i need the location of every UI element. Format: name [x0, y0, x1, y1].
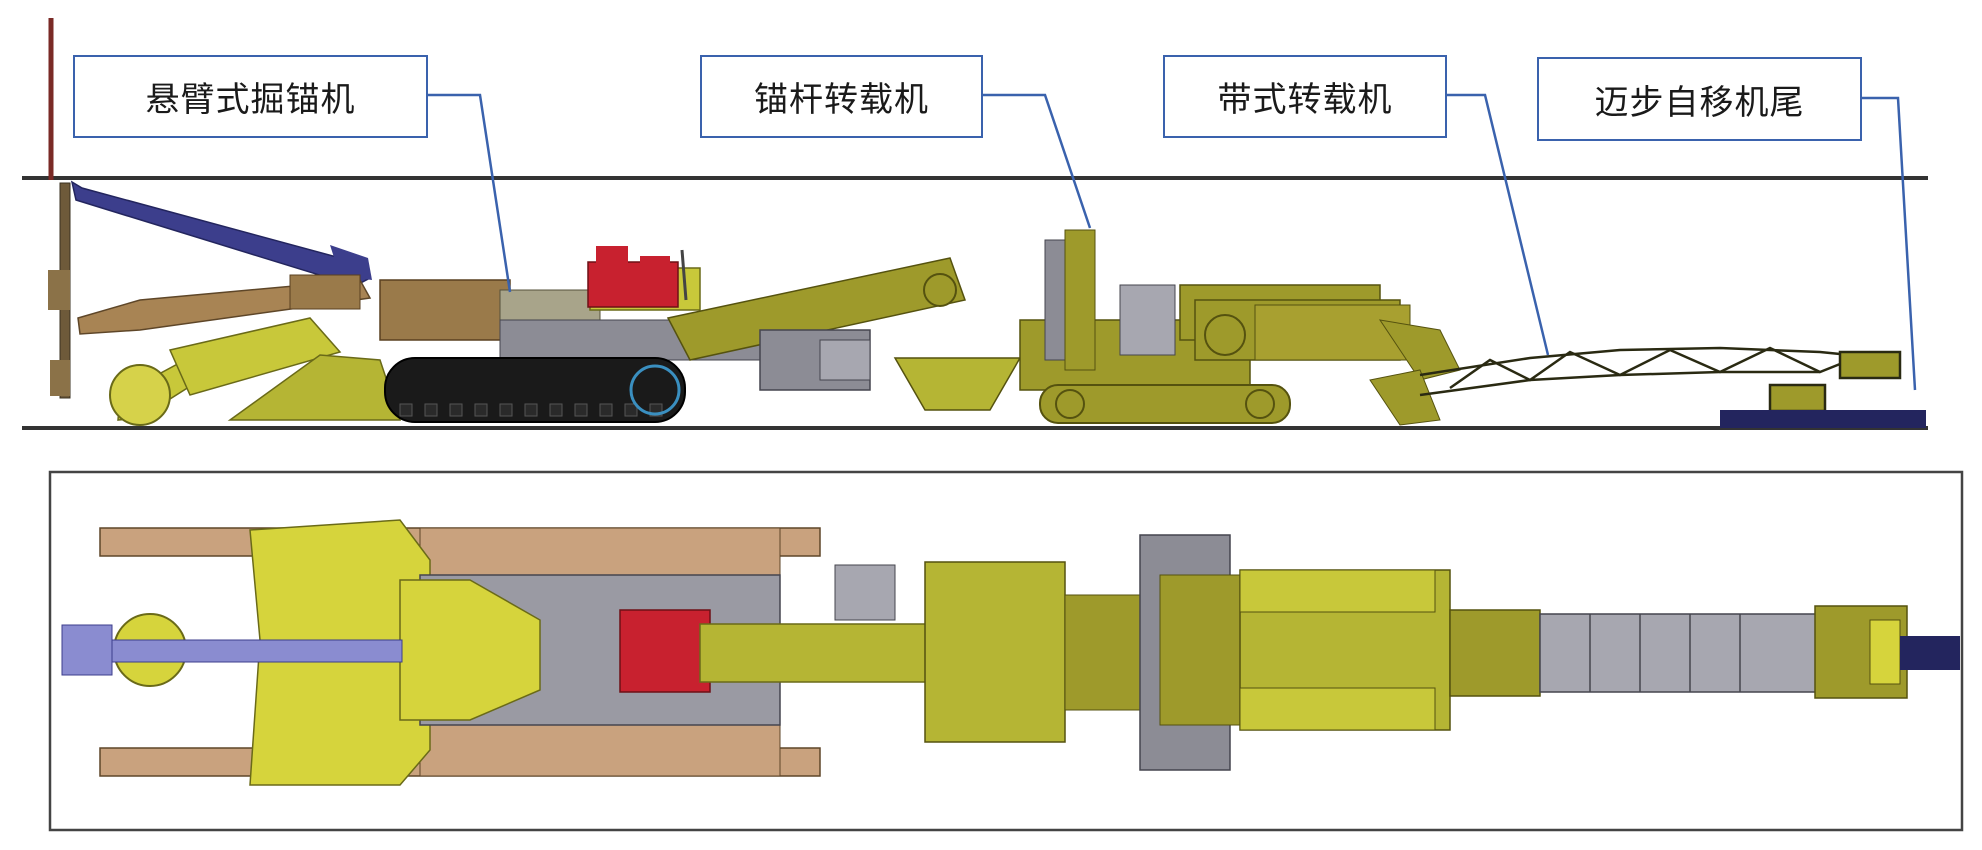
- belt-transfer-side: [1419, 346, 1902, 413]
- belt-transfer-top: [1449, 605, 1960, 699]
- label-bolter-transfer: 锚杆转载机: [700, 55, 983, 138]
- label-walking-tail: 迈步自移机尾: [1537, 57, 1862, 141]
- callout-leaders: [428, 93, 1917, 391]
- walking-tail-base: [1720, 410, 1926, 428]
- bolter-transfer-top: [924, 534, 1451, 771]
- bolter-transfer-side: [893, 229, 1461, 426]
- roadheader-side: [48, 180, 966, 426]
- label-cantilever-roadheader: 悬臂式掘锚机: [73, 55, 428, 138]
- label-belt-transfer: 带式转载机: [1163, 55, 1447, 138]
